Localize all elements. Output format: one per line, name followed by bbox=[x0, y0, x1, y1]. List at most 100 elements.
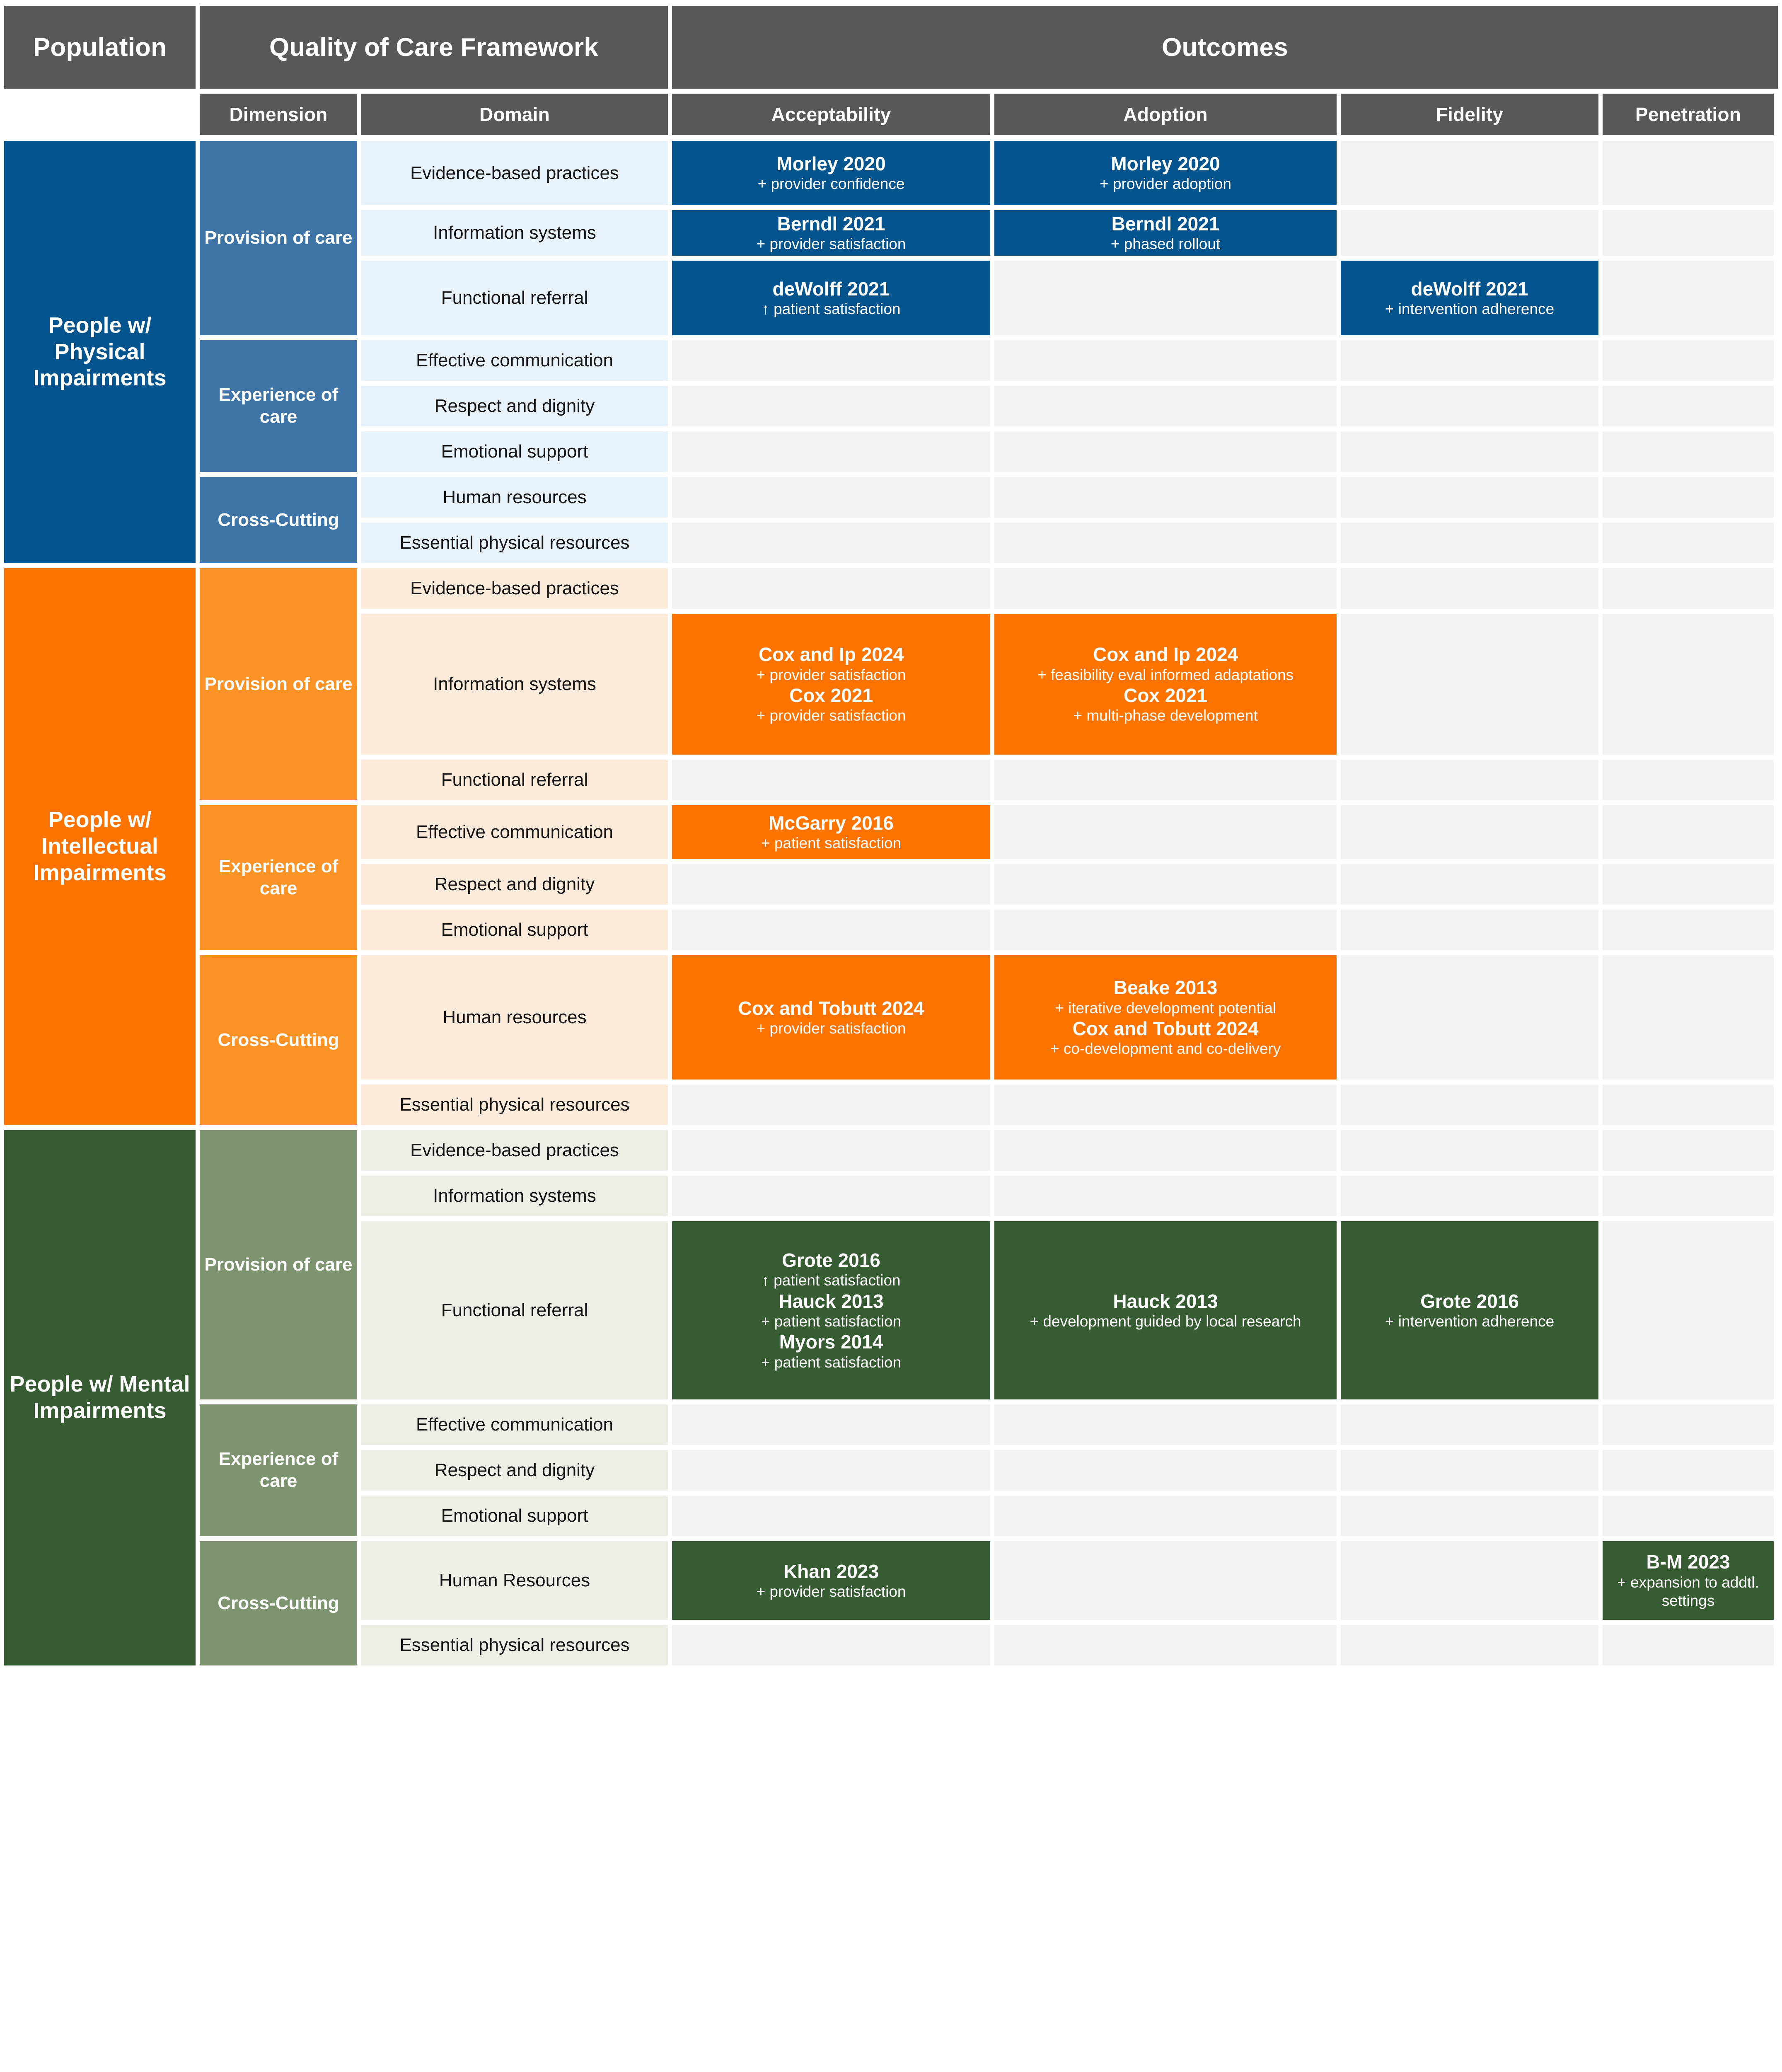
study-detail: + provider confidence bbox=[757, 175, 905, 193]
spacer bbox=[990, 141, 994, 205]
study-name: Morley 2020 bbox=[1111, 153, 1220, 175]
spacer bbox=[990, 1496, 994, 1536]
spacer bbox=[1598, 955, 1603, 1080]
spacer bbox=[668, 864, 672, 905]
study-name: B-M 2023 bbox=[1646, 1551, 1730, 1573]
outcome-cell-fidelity[interactable]: deWolff 2021+ intervention adherence bbox=[1341, 261, 1598, 335]
spacer bbox=[1598, 1221, 1603, 1399]
domain-label: Information systems bbox=[361, 1176, 668, 1216]
outcome-cell-adoption[interactable]: Morley 2020+ provider adoption bbox=[994, 141, 1337, 205]
outcome-cell-acceptability bbox=[672, 523, 990, 563]
outcome-cell-penetration bbox=[1603, 210, 1774, 256]
outcome-cell-acceptability[interactable]: deWolff 2021↑ patient satisfaction bbox=[672, 261, 990, 335]
study-detail: + iterative development potential bbox=[1055, 999, 1276, 1017]
spacer bbox=[990, 614, 994, 755]
outcome-cell-penetration bbox=[1603, 955, 1774, 1080]
study-name: deWolff 2021 bbox=[772, 278, 890, 300]
outcome-cell-acceptability[interactable]: Cox and Tobutt 2024+ provider satisfacti… bbox=[672, 955, 990, 1080]
dimension-label: Experience of care bbox=[200, 1404, 357, 1536]
spacer bbox=[1598, 614, 1603, 755]
population-label-intellectual: People w/ Intellectual Impairments bbox=[4, 568, 196, 1125]
header-dimension: Dimension bbox=[200, 94, 357, 135]
outcome-cell-adoption[interactable]: Cox and Ip 2024+ feasibility eval inform… bbox=[994, 614, 1337, 755]
study-name: Grote 2016 bbox=[1420, 1290, 1519, 1312]
study-detail: + feasibility eval informed adaptations bbox=[1037, 666, 1294, 683]
outcome-cell-adoption bbox=[994, 1176, 1337, 1216]
spacer bbox=[1337, 614, 1341, 755]
study-detail: + provider adoption bbox=[1100, 175, 1231, 193]
study-detail: + provider satisfaction bbox=[756, 1019, 906, 1037]
outcome-cell-fidelity bbox=[1341, 910, 1598, 950]
header-population: Population bbox=[4, 6, 196, 89]
outcome-cell-acceptability bbox=[672, 1176, 990, 1216]
study-detail: ↑ patient satisfaction bbox=[762, 1272, 901, 1289]
spacer bbox=[990, 805, 994, 859]
study-name: Hauck 2013 bbox=[779, 1290, 884, 1312]
spacer bbox=[1598, 568, 1603, 609]
dimension-label: Cross-Cutting bbox=[200, 955, 357, 1125]
outcome-cell-penetration[interactable]: B-M 2023+ expansion to addtl. settings bbox=[1603, 1541, 1774, 1620]
outcome-cell-adoption bbox=[994, 261, 1337, 335]
outcome-cell-fidelity bbox=[1341, 864, 1598, 905]
header-adoption: Adoption bbox=[994, 94, 1337, 135]
matrix-row: Information systems bbox=[361, 1176, 1778, 1216]
header-penetration: Penetration bbox=[1603, 94, 1774, 135]
study-detail: + multi-phase development bbox=[1073, 707, 1258, 724]
matrix-row: Respect and dignity bbox=[361, 386, 1778, 426]
header-acceptability: Acceptability bbox=[672, 94, 990, 135]
outcome-cell-fidelity bbox=[1341, 1176, 1598, 1216]
spacer bbox=[1337, 568, 1341, 609]
spacer bbox=[1337, 955, 1341, 1080]
outcome-cell-acceptability[interactable]: Khan 2023+ provider satisfaction bbox=[672, 1541, 990, 1620]
matrix-row: Essential physical resources bbox=[361, 523, 1778, 563]
outcome-cell-adoption[interactable]: Hauck 2013+ development guided by local … bbox=[994, 1221, 1337, 1399]
outcome-cell-penetration bbox=[1603, 261, 1774, 335]
spacer bbox=[668, 431, 672, 472]
spacer bbox=[668, 386, 672, 426]
outcome-cell-adoption bbox=[994, 805, 1337, 859]
outcome-cell-acceptability bbox=[672, 760, 990, 800]
spacer bbox=[1337, 477, 1341, 518]
outcome-cell-adoption[interactable]: Beake 2013+ iterative development potent… bbox=[994, 955, 1337, 1080]
outcome-cell-penetration bbox=[1603, 1496, 1774, 1536]
spacer bbox=[196, 94, 200, 135]
matrix-row: Emotional support bbox=[361, 1496, 1778, 1536]
matrix-row: Human resources bbox=[361, 477, 1778, 518]
spacer bbox=[1598, 1404, 1603, 1445]
spacer bbox=[357, 141, 361, 335]
outcome-cell-penetration bbox=[1603, 1625, 1774, 1665]
domain-label: Human Resources bbox=[361, 1541, 668, 1620]
spacer bbox=[990, 340, 994, 381]
spacer bbox=[990, 760, 994, 800]
outcome-cell-penetration bbox=[1603, 910, 1774, 950]
spacer bbox=[1337, 1084, 1341, 1125]
outcome-cell-acceptability[interactable]: McGarry 2016+ patient satisfaction bbox=[672, 805, 990, 859]
outcome-cell-penetration bbox=[1603, 1130, 1774, 1171]
outcome-cell-acceptability[interactable]: Morley 2020+ provider confidence bbox=[672, 141, 990, 205]
domain-label: Human resources bbox=[361, 477, 668, 518]
spacer bbox=[1598, 340, 1603, 381]
outcome-cell-penetration bbox=[1603, 523, 1774, 563]
outcome-cell-adoption bbox=[994, 523, 1337, 563]
study-detail: ↑ patient satisfaction bbox=[762, 300, 901, 317]
outcome-cell-adoption[interactable]: Berndl 2021+ phased rollout bbox=[994, 210, 1337, 256]
matrix-row: Respect and dignity bbox=[361, 864, 1778, 905]
spacer bbox=[1337, 805, 1341, 859]
spacer bbox=[1337, 1541, 1341, 1620]
spacer bbox=[668, 1450, 672, 1491]
spacer bbox=[1337, 910, 1341, 950]
outcome-cell-fidelity bbox=[1341, 805, 1598, 859]
outcome-cell-acceptability[interactable]: Berndl 2021+ provider satisfaction bbox=[672, 210, 990, 256]
spacer bbox=[990, 1084, 994, 1125]
population-label-physical: People w/ Physical Impairments bbox=[4, 141, 196, 563]
outcome-cell-fidelity[interactable]: Grote 2016+ intervention adherence bbox=[1341, 1221, 1598, 1399]
outcome-cell-fidelity bbox=[1341, 1404, 1598, 1445]
spacer bbox=[1598, 1176, 1603, 1216]
spacer bbox=[1337, 1404, 1341, 1445]
